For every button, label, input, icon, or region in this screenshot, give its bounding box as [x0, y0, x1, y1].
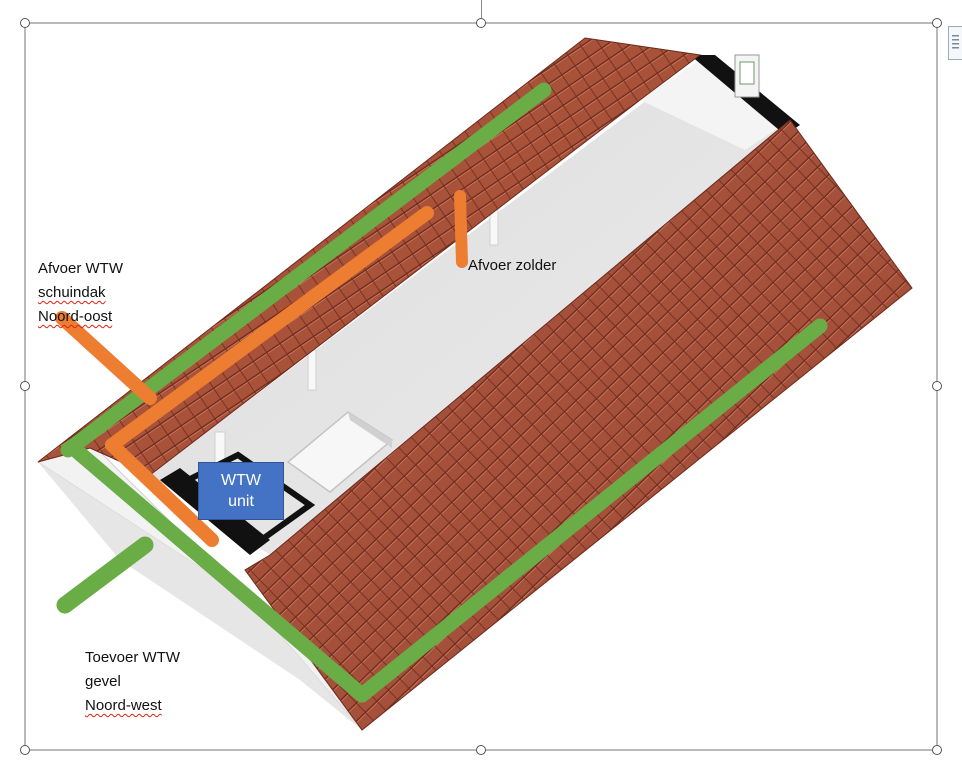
attic-floor	[150, 60, 790, 555]
resize-handle-middle-left[interactable]	[20, 381, 30, 391]
resize-handle-top-left[interactable]	[20, 18, 30, 28]
roof-vent-inner	[739, 61, 755, 85]
supply-duct-facade	[56, 536, 154, 614]
wtw-unit-line-1: WTW	[221, 472, 261, 489]
label-afvoer-zolder: Afvoer zolder	[468, 254, 556, 278]
label-afvoer-schuindak-line-3: Noord-oost	[38, 308, 113, 325]
resize-handle-middle-right[interactable]	[932, 381, 942, 391]
exhaust-duct-down	[105, 438, 219, 547]
label-afvoer-schuindak: Afvoer WTW schuindak Noord-oost	[38, 257, 123, 329]
rotate-handle-stem	[481, 0, 482, 18]
wtw-unit-box: WTW unit	[198, 462, 284, 520]
resize-handle-top-middle[interactable]	[476, 18, 486, 28]
layout-options-glyph	[952, 35, 959, 49]
resize-handle-bottom-left[interactable]	[20, 745, 30, 755]
label-afvoer-schuindak-line-1: Afvoer WTW	[38, 260, 123, 277]
label-toevoer-gevel: Toevoer WTW gevel Noord-west	[85, 646, 180, 718]
attic-hatch-edge	[348, 412, 392, 448]
exhaust-duct-attic	[454, 190, 468, 268]
resize-handle-bottom-right[interactable]	[932, 745, 942, 755]
supply-duct-front	[354, 318, 828, 703]
label-toevoer-gevel-line-2: gevel	[85, 673, 121, 690]
label-toevoer-gevel-line-1: Toevoer WTW	[85, 649, 181, 666]
layout-options-icon[interactable]	[948, 26, 962, 60]
resize-handle-bottom-middle[interactable]	[476, 745, 486, 755]
attic-post	[307, 349, 317, 391]
supply-duct-gable	[70, 444, 370, 703]
exhaust-duct-roof	[55, 311, 157, 405]
label-afvoer-zolder-text: Afvoer zolder	[468, 257, 557, 274]
resize-handle-top-right[interactable]	[932, 18, 942, 28]
attic-back-wall	[640, 60, 790, 150]
exhaust-duct-main	[105, 206, 434, 452]
wtw-unit-line-2: unit	[228, 493, 254, 510]
label-toevoer-gevel-line-3: Noord-west	[85, 697, 162, 714]
gable-wall-shadow	[38, 462, 362, 730]
label-afvoer-schuindak-line-2: schuindak	[38, 284, 106, 301]
